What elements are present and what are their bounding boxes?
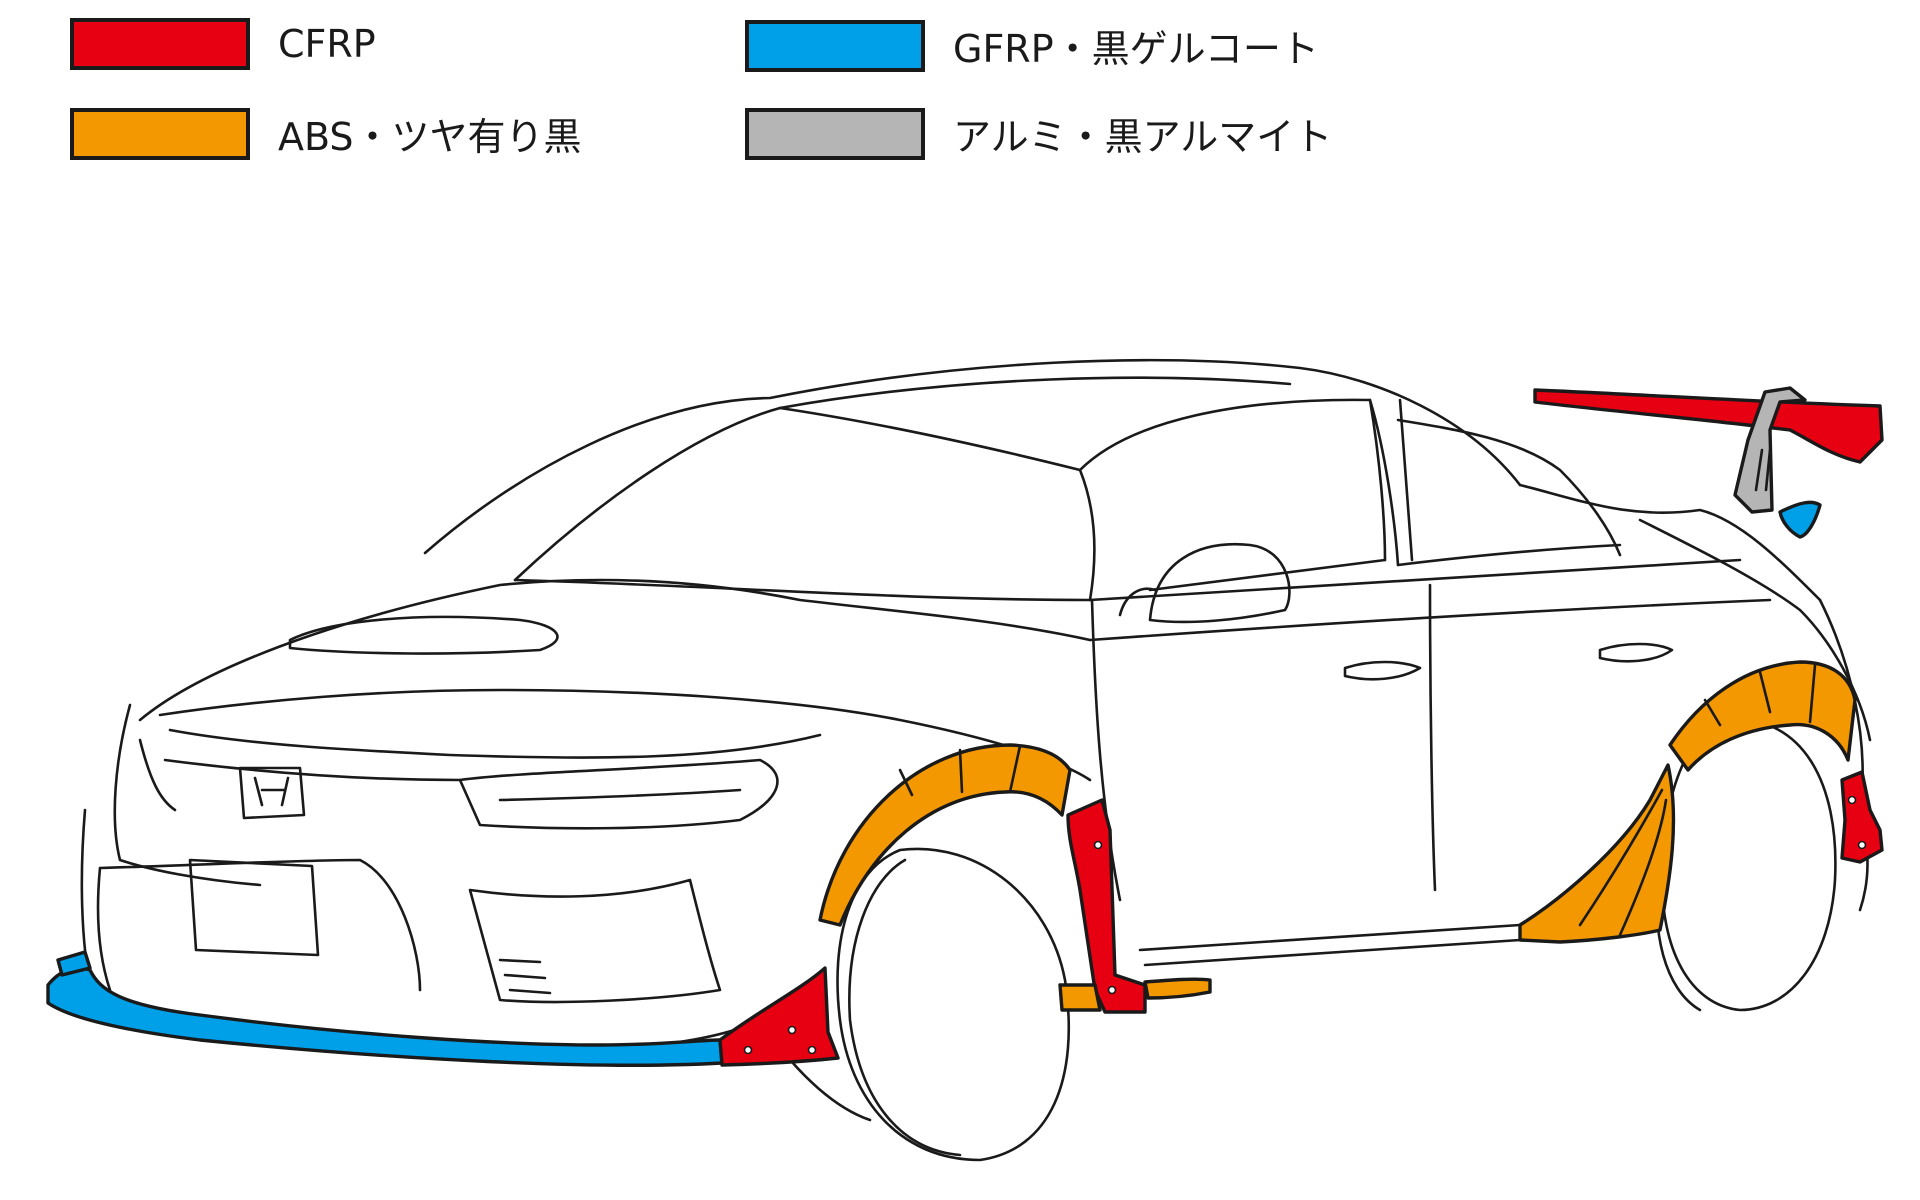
rear-fender-flare (1668, 660, 1857, 772)
rear-spoiler-lower (1778, 500, 1822, 539)
legend-swatch-cfrp (70, 18, 250, 70)
rear-fender-fin (1840, 770, 1884, 864)
front-fender-fin (1066, 798, 1147, 1014)
legend-label-abs: ABS・ツヤ有り黒 (278, 115, 582, 159)
legend-item-abs: ABS・ツヤ有り黒 (70, 106, 582, 161)
front-lip-spoiler (46, 966, 724, 1067)
rear-wing (1533, 388, 1884, 464)
legend: CFRP GFRP・黒ゲルコート ABS・ツヤ有り黒 アルミ・黒アルマイト (0, 0, 1920, 180)
legend-label-gfrp: GFRP・黒ゲルコート (953, 27, 1319, 71)
legend-swatch-aluminium (745, 107, 925, 160)
side-skirt-front-extension-rear (1143, 977, 1212, 1000)
front-fender-flare (818, 743, 1072, 927)
legend-swatch-abs (70, 107, 250, 160)
legend-item-aluminium: アルミ・黒アルマイト (745, 106, 1332, 161)
side-skirt-front-extension (1058, 983, 1102, 1012)
car-aero-diagram (0, 180, 1920, 1200)
legend-label-aluminium: アルミ・黒アルマイト (953, 115, 1333, 159)
front-canard (718, 966, 840, 1067)
legend-swatch-gfrp (745, 19, 925, 72)
legend-item-gfrp: GFRP・黒ゲルコート (745, 18, 1319, 73)
legend-label-cfrp: CFRP (278, 22, 376, 66)
aero-parts (46, 386, 1884, 1067)
rear-side-diffuser (1518, 763, 1676, 944)
legend-item-cfrp: CFRP (70, 18, 376, 70)
car-line-drawing (46, 358, 1884, 1162)
front-lip-spoiler-corner (56, 950, 92, 977)
